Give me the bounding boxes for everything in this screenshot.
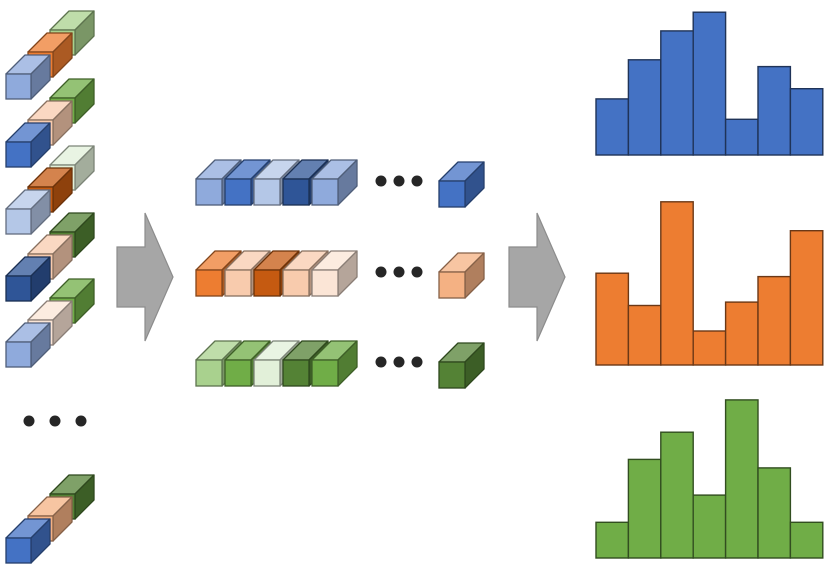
cube-front-face [224, 359, 252, 387]
histogram [595, 201, 824, 366]
cube-front-face [253, 178, 281, 206]
cube-front-face [311, 359, 339, 387]
cube-front-face [282, 178, 310, 206]
input-ellipsis-dots [23, 415, 87, 427]
histogram-bar [595, 272, 630, 366]
feature-cube [195, 250, 242, 297]
cube-front-face [5, 275, 32, 302]
histogram-bar [724, 301, 759, 366]
feature-row [195, 250, 485, 299]
histogram-bar [595, 521, 630, 559]
ellipsis-dot [393, 356, 405, 368]
cube-front-face [253, 269, 281, 297]
arrow-right-icon [116, 212, 174, 342]
cube-front-face [195, 359, 223, 387]
histogram-bar [627, 59, 662, 156]
arrow-right-icon-2 [508, 212, 566, 342]
cube-front-face [5, 341, 32, 368]
cube-front-face [282, 269, 310, 297]
histogram-bar [692, 11, 727, 156]
input-cube-stacks [5, 10, 95, 564]
cube-front-face [282, 359, 310, 387]
ellipsis-dot [49, 415, 61, 427]
ellipsis-dot [393, 266, 405, 278]
input-cube-stack [5, 212, 95, 302]
input-cube-stack [5, 278, 95, 368]
ellipsis-dot [411, 266, 423, 278]
arrow-shape [508, 212, 566, 342]
cube-front-face [5, 208, 32, 235]
input-cube-stack [5, 145, 95, 235]
histogram-bar [660, 30, 694, 156]
input-ellipsis [23, 415, 87, 427]
cube-front-face [224, 269, 252, 297]
histogram-bar [595, 98, 630, 156]
cube-front-face [5, 537, 32, 564]
cube-front-face [311, 269, 339, 297]
histogram-bar [627, 458, 662, 559]
cube-front-face [195, 269, 223, 297]
input-cube [5, 189, 51, 235]
feature-row [195, 159, 485, 208]
histogram-bar [757, 275, 792, 366]
input-cube [5, 256, 51, 302]
row-ellipsis-dots [375, 175, 423, 187]
cube-front-face [5, 141, 32, 168]
histogram-bar [757, 65, 792, 156]
histogram [595, 11, 824, 156]
histogram-bar [789, 229, 824, 366]
histograms [595, 11, 824, 559]
histogram-bar [692, 494, 727, 559]
ellipsis-dot [23, 415, 35, 427]
input-cube [5, 54, 51, 100]
feature-cube-last [438, 252, 485, 299]
cube-front-face [438, 180, 466, 208]
ellipsis-dot [375, 175, 387, 187]
histogram-bar [660, 201, 694, 366]
ellipsis-dot [375, 266, 387, 278]
arrow-shape [116, 212, 174, 342]
input-cube [5, 122, 51, 168]
input-cube-stack [5, 10, 95, 100]
histogram [595, 399, 824, 559]
histogram-bar [789, 87, 824, 156]
input-cube [5, 518, 51, 564]
ellipsis-dot [75, 415, 87, 427]
feature-cube [311, 250, 358, 297]
feature-row [195, 340, 485, 389]
cube-front-face [253, 359, 281, 387]
ellipsis-dot [411, 175, 423, 187]
row-ellipsis-dots [375, 356, 423, 368]
row-ellipsis-dots [375, 266, 423, 278]
cube-front-face [438, 361, 466, 389]
feature-cube [311, 340, 358, 387]
feature-cube-last [438, 342, 485, 389]
histogram-bar [627, 304, 662, 366]
histogram-bar [692, 330, 727, 366]
histogram-bar [757, 467, 792, 559]
feature-cube [311, 159, 358, 206]
ellipsis-dot [375, 356, 387, 368]
cube-front-face [224, 178, 252, 206]
feature-cube [253, 250, 300, 297]
histogram-bar [789, 521, 824, 559]
feature-cube-rows [195, 159, 485, 389]
cube-front-face [5, 73, 32, 100]
cube-front-face [195, 178, 223, 206]
histogram-bar [660, 431, 694, 559]
cube-front-face [311, 178, 339, 206]
ellipsis-dot [411, 356, 423, 368]
input-cube-stack [5, 474, 95, 564]
input-cube [5, 322, 51, 368]
cube-front-face [438, 271, 466, 299]
input-cube-stack [5, 78, 95, 168]
histogram-bar [724, 118, 759, 156]
ellipsis-dot [393, 175, 405, 187]
histogram-bar [724, 399, 759, 559]
feature-cube-last [438, 161, 485, 208]
